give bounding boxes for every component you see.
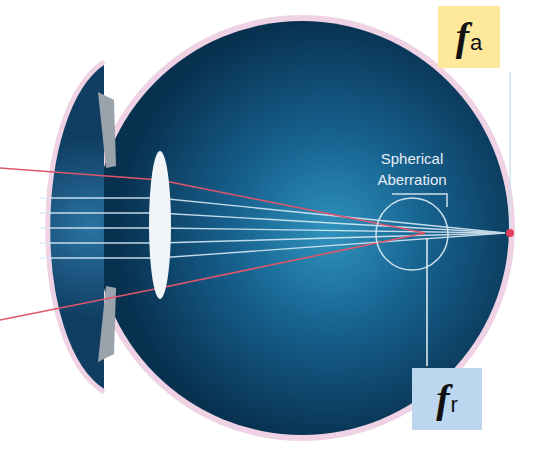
subscript: a xyxy=(470,30,482,55)
iris xyxy=(98,92,116,168)
vitreous xyxy=(95,21,509,435)
focal-point xyxy=(506,229,514,237)
aberration-circle xyxy=(376,198,448,270)
marginal-rays xyxy=(0,168,425,320)
subscript: r xyxy=(451,392,458,417)
leader-line xyxy=(392,194,447,207)
symbol: f xyxy=(456,14,469,59)
symbol-text: fr xyxy=(436,379,458,419)
leader-line xyxy=(426,238,428,366)
symbol: f xyxy=(436,376,449,421)
leader-line xyxy=(509,72,511,229)
cornea xyxy=(48,62,104,392)
part-label: Spherical Aberration xyxy=(362,148,462,190)
focal-length-box: fa xyxy=(438,6,500,68)
symbol-text: fa xyxy=(456,17,483,57)
lens xyxy=(149,151,171,299)
focal-length-box: fr xyxy=(412,368,482,430)
